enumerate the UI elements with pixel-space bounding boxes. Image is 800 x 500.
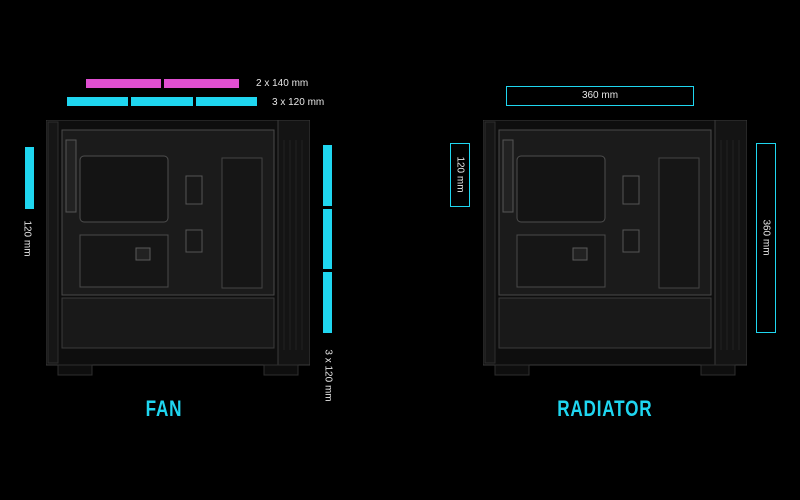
rear-radiator-outline <box>450 143 470 207</box>
top-120-fan-bar-3 <box>196 97 257 106</box>
top-120-fan-bar-2 <box>131 97 193 106</box>
rear-fan-label: 120 mm <box>21 220 33 257</box>
top-radiator-outline <box>506 86 694 106</box>
pc-case-illustration-fan <box>46 120 310 378</box>
top-120-fan-label: 3 x 120 mm <box>272 97 325 108</box>
rear-fan-bar <box>25 147 34 209</box>
pc-case-graphic <box>483 120 747 376</box>
front-radiator-label: 360 mm <box>760 219 772 256</box>
front-fan-bar-3 <box>323 272 332 333</box>
fan-title: FAN <box>145 396 183 421</box>
front-radiator-outline <box>756 143 776 333</box>
front-fan-bar-2 <box>323 209 332 269</box>
radiator-title: RADIATOR <box>557 396 653 421</box>
front-fan-bar-1 <box>323 145 332 206</box>
front-fan-label: 3 x 120 mm <box>322 349 334 402</box>
top-140-fan-label: 2 x 140 mm <box>256 78 309 89</box>
top-140-fan-bar-1 <box>86 79 161 88</box>
top-140-fan-bar-2 <box>164 79 239 88</box>
pc-case-illustration-radiator <box>483 120 747 378</box>
pc-case-graphic <box>46 120 310 376</box>
top-radiator-label: 360 mm <box>581 90 619 101</box>
top-120-fan-bar-1 <box>67 97 128 106</box>
rear-radiator-label: 120 mm <box>454 156 466 193</box>
